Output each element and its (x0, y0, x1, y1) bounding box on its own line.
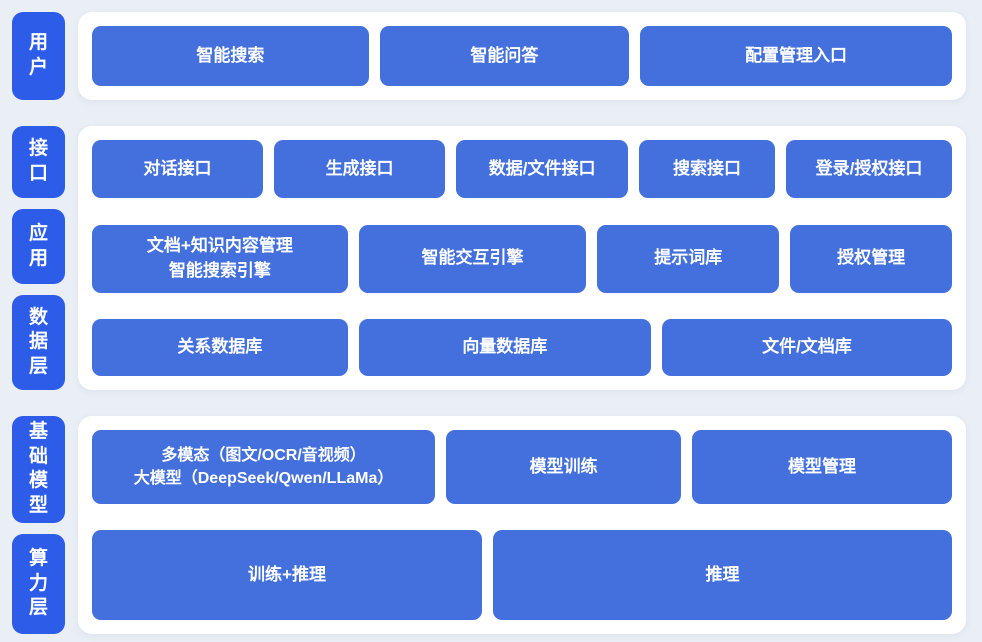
doc-knowledge-search-engine-button[interactable]: 文档+知识内容管理 智能搜索引擎 (92, 224, 348, 293)
config-management-entry-button[interactable]: 配置管理入口 (640, 26, 952, 86)
layer-label-application: 应用 (12, 209, 65, 285)
user-band-label-column: 用户 (12, 12, 65, 100)
model-management-button[interactable]: 模型管理 (692, 430, 952, 504)
intelligent-qa-button[interactable]: 智能问答 (379, 26, 630, 86)
layer-label-user: 用户 (12, 12, 65, 100)
prompt-library-button[interactable]: 提示词库 (597, 224, 780, 293)
layer-label-application-text: 应用 (28, 223, 48, 269)
layer-label-compute-text: 算力层 (28, 547, 48, 619)
user-band: 用户 智能搜索 智能问答 配置管理入口 (12, 12, 966, 100)
interface-row: 对话接口 生成接口 数据/文件接口 搜索接口 登录/授权接口 (92, 140, 952, 198)
search-api-button[interactable]: 搜索接口 (639, 140, 775, 198)
bottom-panel: 多模态（图文/OCR/音视频） 大模型（DeepSeek/Qwen/LLaMa）… (78, 416, 966, 634)
bottom-band-label-column: 基础模型 算力层 (12, 416, 65, 634)
relational-database-button[interactable]: 关系数据库 (92, 319, 348, 376)
layer-label-foundation-model: 基础模型 (12, 416, 65, 523)
model-training-button[interactable]: 模型训练 (446, 430, 682, 504)
interaction-engine-button[interactable]: 智能交互引擎 (358, 224, 587, 293)
layer-label-foundation-model-text: 基础模型 (28, 421, 48, 517)
layer-label-user-text: 用户 (28, 32, 48, 78)
layer-label-data-text: 数据层 (28, 306, 48, 378)
user-row: 智能搜索 智能问答 配置管理入口 (92, 26, 952, 86)
login-auth-api-button[interactable]: 登录/授权接口 (785, 140, 952, 198)
layer-label-compute: 算力层 (12, 533, 65, 634)
bottom-band: 基础模型 算力层 多模态（图文/OCR/音视频） 大模型（DeepSeek/Qw… (12, 416, 966, 634)
file-document-library-button[interactable]: 文件/文档库 (661, 319, 952, 376)
authorization-management-button[interactable]: 授权管理 (790, 224, 952, 293)
inference-button[interactable]: 推理 (493, 530, 952, 620)
generation-api-button[interactable]: 生成接口 (274, 140, 446, 198)
layer-label-interface-text: 接口 (28, 138, 48, 185)
data-row: 关系数据库 向量数据库 文件/文档库 (92, 319, 952, 376)
middle-band-label-column: 接口 应用 数据层 (12, 126, 65, 391)
middle-panel: 对话接口 生成接口 数据/文件接口 搜索接口 登录/授权接口 文档+知识内容管理… (78, 126, 966, 390)
dialog-api-button[interactable]: 对话接口 (92, 140, 264, 198)
intelligent-search-button[interactable]: 智能搜索 (92, 26, 369, 86)
application-row: 文档+知识内容管理 智能搜索引擎 智能交互引擎 提示词库 授权管理 (92, 224, 952, 293)
vector-database-button[interactable]: 向量数据库 (358, 319, 651, 376)
user-panel: 智能搜索 智能问答 配置管理入口 (78, 12, 966, 100)
compute-row: 训练+推理 推理 (92, 530, 952, 620)
multimodal-llm-button[interactable]: 多模态（图文/OCR/音视频） 大模型（DeepSeek/Qwen/LLaMa） (92, 430, 436, 504)
middle-band: 接口 应用 数据层 对话接口 生成接口 数据/文件接口 搜索接口 登录/授权接口… (12, 126, 966, 391)
layer-label-data: 数据层 (12, 295, 65, 391)
data-file-api-button[interactable]: 数据/文件接口 (456, 140, 629, 198)
layer-label-interface: 接口 (12, 126, 65, 199)
model-row: 多模态（图文/OCR/音视频） 大模型（DeepSeek/Qwen/LLaMa）… (92, 430, 952, 504)
training-inference-button[interactable]: 训练+推理 (92, 530, 483, 620)
